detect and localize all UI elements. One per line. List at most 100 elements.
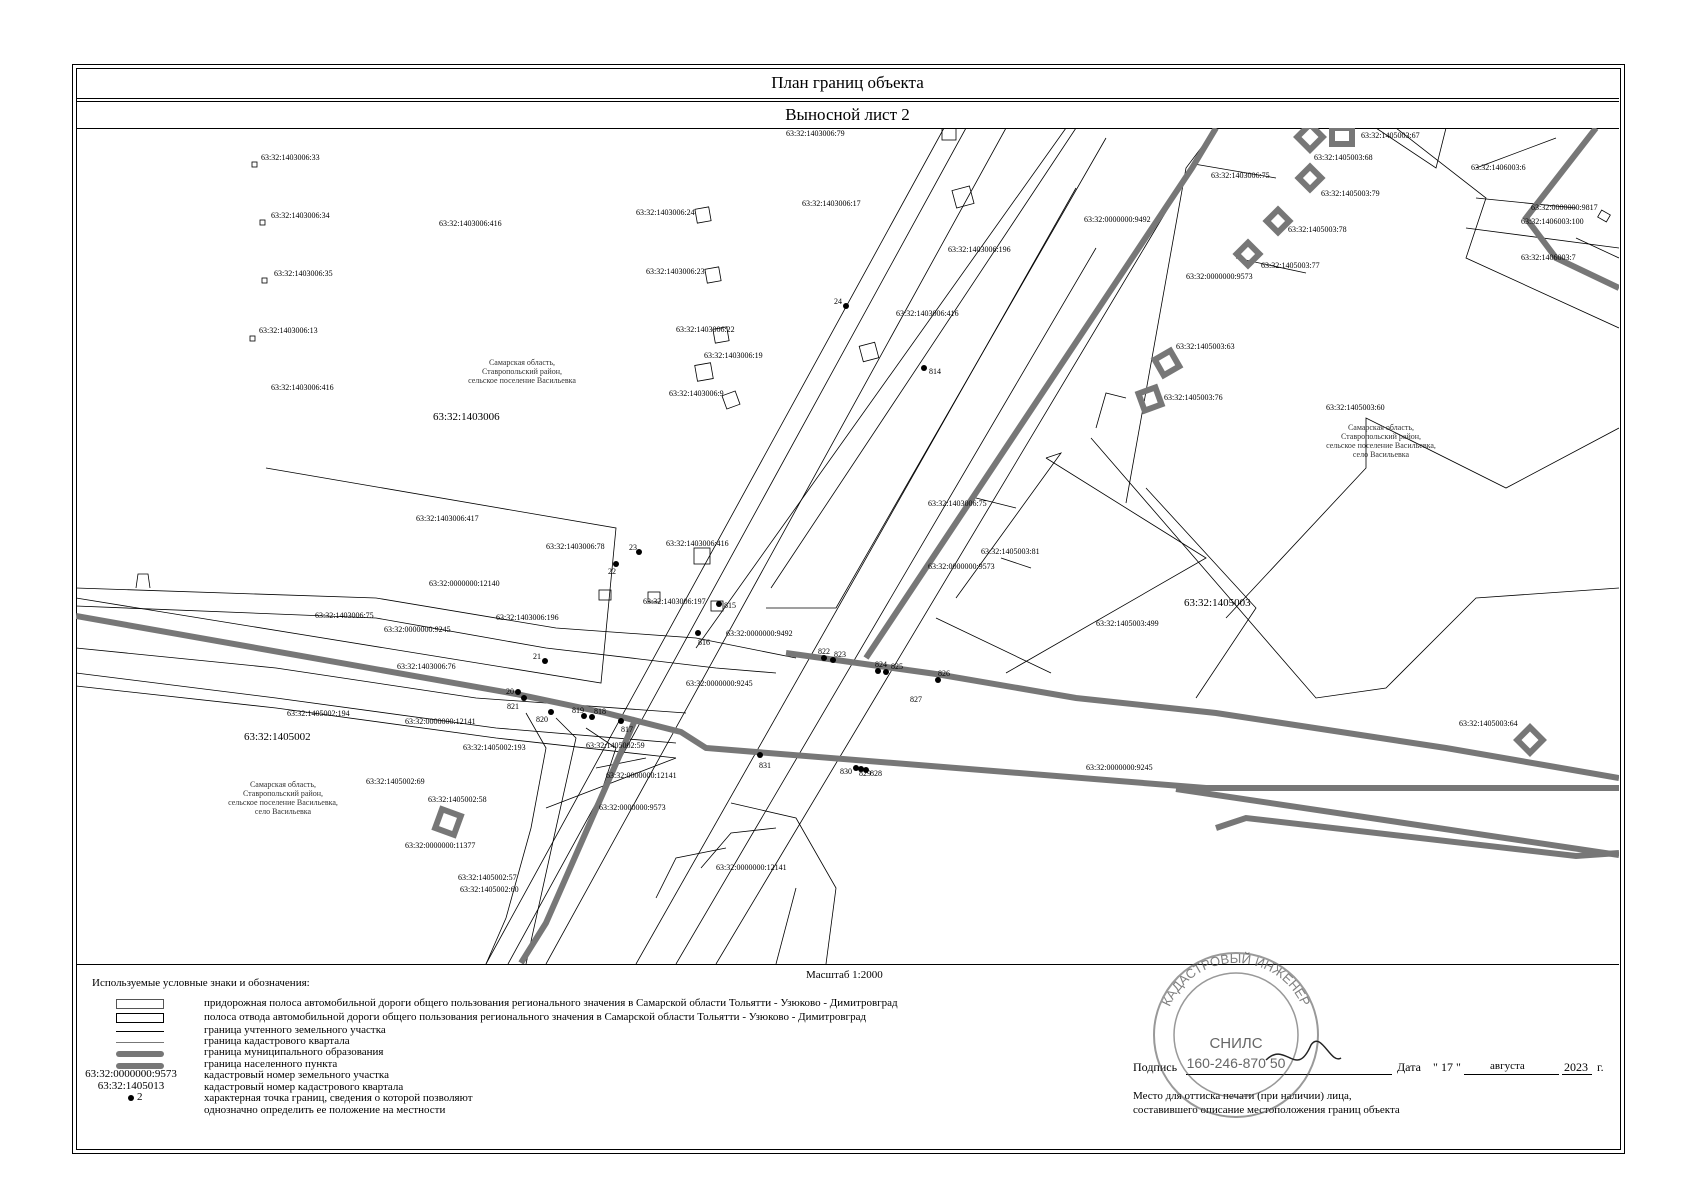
stamp-ring-text: КАДАСТРОВЫЙ ИНЖЕНЕР — [1159, 951, 1314, 1008]
svg-text:63:32:0000000:9573: 63:32:0000000:9573 — [599, 803, 666, 812]
svg-text:815: 815 — [724, 601, 736, 610]
svg-text:63:32:1403006:417: 63:32:1403006:417 — [416, 514, 479, 523]
svg-text:63:32:1405002:69: 63:32:1405002:69 — [366, 777, 425, 786]
sheet-subtitle: Выносной лист 2 — [76, 101, 1619, 129]
legend-item-right-of-way: полоса отвода автомобильной дороги общег… — [204, 1011, 867, 1023]
svg-text:63:32:0000000:12141: 63:32:0000000:12141 — [716, 863, 787, 872]
engineer-stamp: КАДАСТРОВЫЙ ИНЖЕНЕР СНИЛС 160-246-870 50 — [1116, 940, 1356, 1130]
svg-text:63:32:0000000:12141: 63:32:0000000:12141 — [405, 717, 476, 726]
svg-text:63:32:1403006:78: 63:32:1403006:78 — [546, 542, 605, 551]
region-label-line: село Васильевка — [1353, 450, 1410, 459]
signature-label: Подпись — [1133, 1060, 1178, 1074]
scale-label: Масштаб 1:2000 — [806, 969, 883, 981]
svg-text:63:32:0000000:9817: 63:32:0000000:9817 — [1531, 203, 1598, 212]
right-of-way-symbol — [116, 1013, 164, 1023]
svg-text:814: 814 — [929, 367, 941, 376]
svg-text:829: 829 — [859, 769, 871, 778]
svg-text:63:32:1405002:59: 63:32:1405002:59 — [586, 741, 645, 750]
svg-text:63:32:1403006:79: 63:32:1403006:79 — [786, 129, 845, 138]
legend-item-municipal: граница муниципального образования — [204, 1046, 384, 1058]
svg-text:821: 821 — [507, 702, 519, 711]
quarter-boundary-symbol — [116, 1042, 164, 1043]
svg-text:63:32:0000000:9492: 63:32:0000000:9492 — [726, 629, 793, 638]
svg-text:63:32:1403006:416: 63:32:1403006:416 — [271, 383, 334, 392]
quarter-label-1405003: 63:32:1405003 — [1184, 597, 1251, 609]
legend-item-point-1: характерная точка границ, сведения о кот… — [204, 1092, 473, 1104]
date-close-quote: " — [1456, 1060, 1461, 1074]
svg-text:63:32:1403006:416: 63:32:1403006:416 — [666, 539, 729, 548]
legend-item-roadside: придорожная полоса автомобильной дороги … — [204, 997, 898, 1009]
svg-text:63:32:0000000:9245: 63:32:0000000:9245 — [1086, 763, 1153, 772]
svg-text:826: 826 — [938, 669, 950, 678]
sample-parcel-number: 63:32:0000000:9573 — [85, 1068, 177, 1080]
svg-text:63:32:1406003:7: 63:32:1406003:7 — [1521, 253, 1576, 262]
svg-text:818: 818 — [594, 707, 606, 716]
sample-point-number: 2 — [137, 1091, 143, 1103]
date-open-quote: " — [1433, 1060, 1438, 1074]
roadside-strip-symbol — [116, 999, 164, 1009]
region-label-line: Самарская область, — [489, 358, 555, 367]
year-suffix: г. — [1597, 1060, 1604, 1074]
svg-text:63:32:1405002:193: 63:32:1405002:193 — [463, 743, 526, 752]
svg-text:20: 20 — [506, 687, 514, 696]
svg-text:63:32:1403006:35: 63:32:1403006:35 — [274, 269, 333, 278]
svg-text:63:32:1405003:60: 63:32:1405003:60 — [1326, 403, 1385, 412]
svg-text:23: 23 — [629, 543, 637, 552]
svg-text:22: 22 — [608, 567, 616, 576]
cadastral-map[interactable]: 63:32:1403006:33 63:32:1403006:34 63:32:… — [76, 128, 1619, 964]
svg-text:63:32:1406003:100: 63:32:1406003:100 — [1521, 217, 1584, 226]
svg-text:63:32:1403006:19: 63:32:1403006:19 — [704, 351, 763, 360]
parcel-boundary-symbol — [116, 1031, 164, 1032]
svg-text:63:32:1405002:57: 63:32:1405002:57 — [458, 873, 517, 882]
svg-text:63:32:1403006:197: 63:32:1403006:197 — [643, 597, 706, 606]
svg-text:24: 24 — [834, 297, 842, 306]
svg-text:63:32:0000000:12140: 63:32:0000000:12140 — [429, 579, 500, 588]
svg-text:63:32:0000000:11377: 63:32:0000000:11377 — [405, 841, 475, 850]
quarter-label-1403006: 63:32:1403006 — [433, 411, 500, 423]
svg-text:63:32:0000000:9573: 63:32:0000000:9573 — [928, 562, 995, 571]
svg-text:816: 816 — [698, 638, 710, 647]
legend-item-parcel-boundary: граница учтенного земельного участка — [204, 1024, 386, 1036]
svg-text:63:32:0000000:9492: 63:32:0000000:9492 — [1084, 215, 1151, 224]
svg-text:63:32:0000000:9245: 63:32:0000000:9245 — [384, 625, 451, 634]
legend-item-point-2: однозначно определить ее положение на ме… — [204, 1104, 446, 1116]
date-day: 17 — [1441, 1060, 1453, 1074]
svg-text:63:32:1405003:499: 63:32:1405003:499 — [1096, 619, 1159, 628]
svg-text:63:32:1405003:76: 63:32:1405003:76 — [1164, 393, 1223, 402]
date-label: Дата — [1397, 1060, 1421, 1074]
svg-text:63:32:1405002:194: 63:32:1405002:194 — [287, 709, 350, 718]
svg-text:820: 820 — [536, 715, 548, 724]
svg-text:63:32:1405003:78: 63:32:1405003:78 — [1288, 225, 1347, 234]
svg-text:63:32:1403006:9: 63:32:1403006:9 — [669, 389, 724, 398]
svg-text:63:32:1405003:63: 63:32:1405003:63 — [1176, 342, 1235, 351]
region-label-line: село Васильевка — [255, 807, 312, 816]
svg-text:63:32:1403006:196: 63:32:1403006:196 — [948, 245, 1011, 254]
legend-item-quarter-boundary: граница кадастрового квартала — [204, 1035, 350, 1047]
svg-text:63:32:1403006:22: 63:32:1403006:22 — [676, 325, 735, 334]
outer-frame — [72, 64, 1625, 1154]
svg-text:63:32:1405003:68: 63:32:1405003:68 — [1314, 153, 1373, 162]
svg-text:63:32:1405003:81: 63:32:1405003:81 — [981, 547, 1040, 556]
legend-item-settlement: граница населенного пункта — [204, 1058, 338, 1070]
svg-text:824: 824 — [875, 660, 887, 669]
svg-text:823: 823 — [834, 650, 846, 659]
stamp-snils-label: СНИЛС — [1209, 1035, 1262, 1052]
svg-text:63:32:1403006:13: 63:32:1403006:13 — [259, 326, 318, 335]
handwritten-signature — [1265, 1040, 1342, 1061]
svg-text:830: 830 — [840, 767, 852, 776]
municipal-boundary-symbol — [116, 1051, 164, 1057]
year-underline — [1562, 1074, 1592, 1075]
settlement-boundary-symbol — [116, 1063, 164, 1069]
svg-text:63:32:1403006:24: 63:32:1403006:24 — [636, 208, 695, 217]
legend-panel: Масштаб 1:2000 Используемые условные зна… — [76, 964, 1619, 1149]
legend-item-quarter-number: кадастровый номер кадастрового квартала — [204, 1081, 404, 1093]
svg-text:63:32:1406003:6: 63:32:1406003:6 — [1471, 163, 1526, 172]
page-title: План границ объекта — [76, 68, 1619, 99]
svg-text:831: 831 — [759, 761, 771, 770]
svg-text:63:32:1403006:416: 63:32:1403006:416 — [896, 309, 959, 318]
svg-text:63:32:1405002:58: 63:32:1405002:58 — [428, 795, 487, 804]
svg-text:63:32:1403006:23: 63:32:1403006:23 — [646, 267, 705, 276]
svg-text:63:32:1403006:416: 63:32:1403006:416 — [439, 219, 502, 228]
svg-text:63:32:0000000:12141: 63:32:0000000:12141 — [606, 771, 677, 780]
svg-text:827: 827 — [910, 695, 922, 704]
